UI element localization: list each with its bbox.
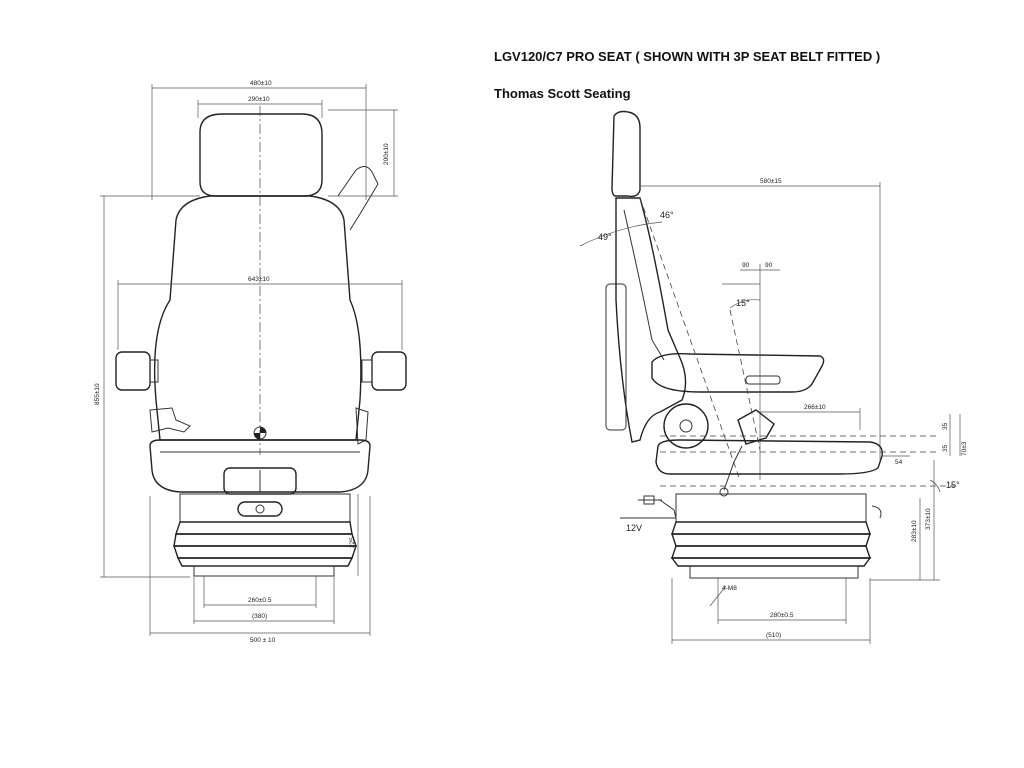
dim-stroke-total: 70±3 [961,441,968,456]
dim-angle-90-left: 90 [742,262,750,269]
dim-bottom-width: 500 ± 10 [250,637,276,644]
dim-stroke-b: 35 [942,444,949,452]
dim-headrest-width: 290±10 [248,96,270,103]
dim-height-low: 283±10 [911,520,918,542]
dim-base-overall: (380) [252,613,267,620]
dim-overall-width-top: 480±10 [250,80,272,87]
drawing-title: LGV120/C7 PRO SEAT ( SHOWN WITH 3P SEAT … [494,49,881,64]
dim-fore-aft: 266±10 [804,404,826,411]
dim-headrest-height: 200±10 [383,143,390,165]
dim-tilt-angle: 15° [946,480,960,490]
dim-pitch: 4-M8 [722,585,737,592]
dim-depth: 580±15 [760,178,782,185]
dim-overall-height: 855±10 [94,383,101,405]
dim-armrest-span: 643±10 [248,276,270,283]
side-view: 580±15 49° 46° 90 90 15° 266±10 35 [579,110,968,644]
dim-angle-90-right: 90 [765,262,773,269]
dim-suspension-height: 225 [349,537,356,548]
dim-stroke-a: 35 [942,422,949,430]
dim-front-offset: 54 [895,459,903,466]
dim-backrest-angle-a: 49° [598,232,612,242]
dim-side-base-width: 280±0.5 [770,612,794,619]
manufacturer-name: Thomas Scott Seating [494,86,631,101]
front-view: 480±10 290±10 200±10 855±10 643±10 [94,80,407,644]
dim-height-high: 373±10 [925,508,932,530]
dim-cushion-angle: 15° [736,298,750,308]
dim-base-width: 260±0.5 [248,597,272,604]
dim-backrest-angle-b: 46° [660,210,674,220]
dim-side-base-overall: (510) [766,632,781,639]
voltage-label: 12V [626,523,642,533]
